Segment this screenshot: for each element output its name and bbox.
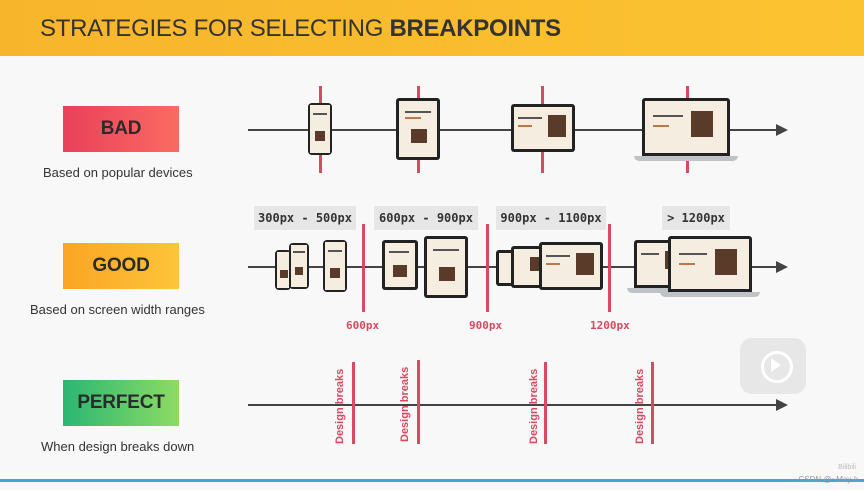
play-button-icon[interactable] [740,338,806,394]
phone-device [308,103,332,155]
page-title: STRATEGIES FOR SELECTING BREAKPOINTS [40,15,561,42]
design-break-line [544,362,547,444]
range-label: 600px - 900px [374,206,478,230]
badge-good: GOOD [63,243,179,289]
laptop-base [634,156,738,161]
tablet-landscape-device [511,104,575,152]
design-breaks-label: Design breaks [528,368,540,444]
range-label: 300px - 500px [254,206,356,230]
laptop-base [660,292,760,297]
phone-device [289,243,309,289]
arrow-icon [776,261,788,273]
watermark: CSDN @~May-k [798,475,858,484]
badge-perfect: PERFECT [63,380,179,426]
caption-bad: Based on popular devices [43,165,193,180]
tablet-landscape-device [539,242,603,290]
design-break-line [352,362,355,444]
design-break-line [651,362,654,444]
laptop-device [642,98,730,156]
laptop-device [668,236,752,292]
phone-device [323,240,347,292]
breakpoint-line [362,224,365,312]
header-banner: STRATEGIES FOR SELECTING BREAKPOINTS [0,0,864,56]
badge-bad: BAD [63,106,179,152]
breakpoint-line [608,224,611,312]
range-label: > 1200px [662,206,730,230]
phone-device [275,250,291,290]
laptop-base [627,288,691,293]
design-breaks-label: Design breaks [399,366,411,442]
breakpoint-label: 900px [469,319,503,332]
breakpoint-label: 1200px [590,319,630,332]
axis-line-perfect [248,404,776,406]
design-breaks-label: Design breaks [334,368,346,444]
caption-good: Based on screen width ranges [30,302,205,317]
range-label: 900px - 1100px [496,206,606,230]
caption-perfect: When design breaks down [41,439,195,454]
progress-line [0,479,864,482]
tablet-device [424,236,468,298]
arrow-icon [776,124,788,136]
arrow-icon [776,399,788,411]
design-breaks-label: Design breaks [634,368,646,444]
watermark-logo: Bilibili [838,464,856,471]
tablet-device [396,98,440,160]
breakpoint-line [486,224,489,312]
tablet-device [382,240,418,290]
breakpoint-label: 600px [346,319,380,332]
design-break-line [417,360,420,444]
